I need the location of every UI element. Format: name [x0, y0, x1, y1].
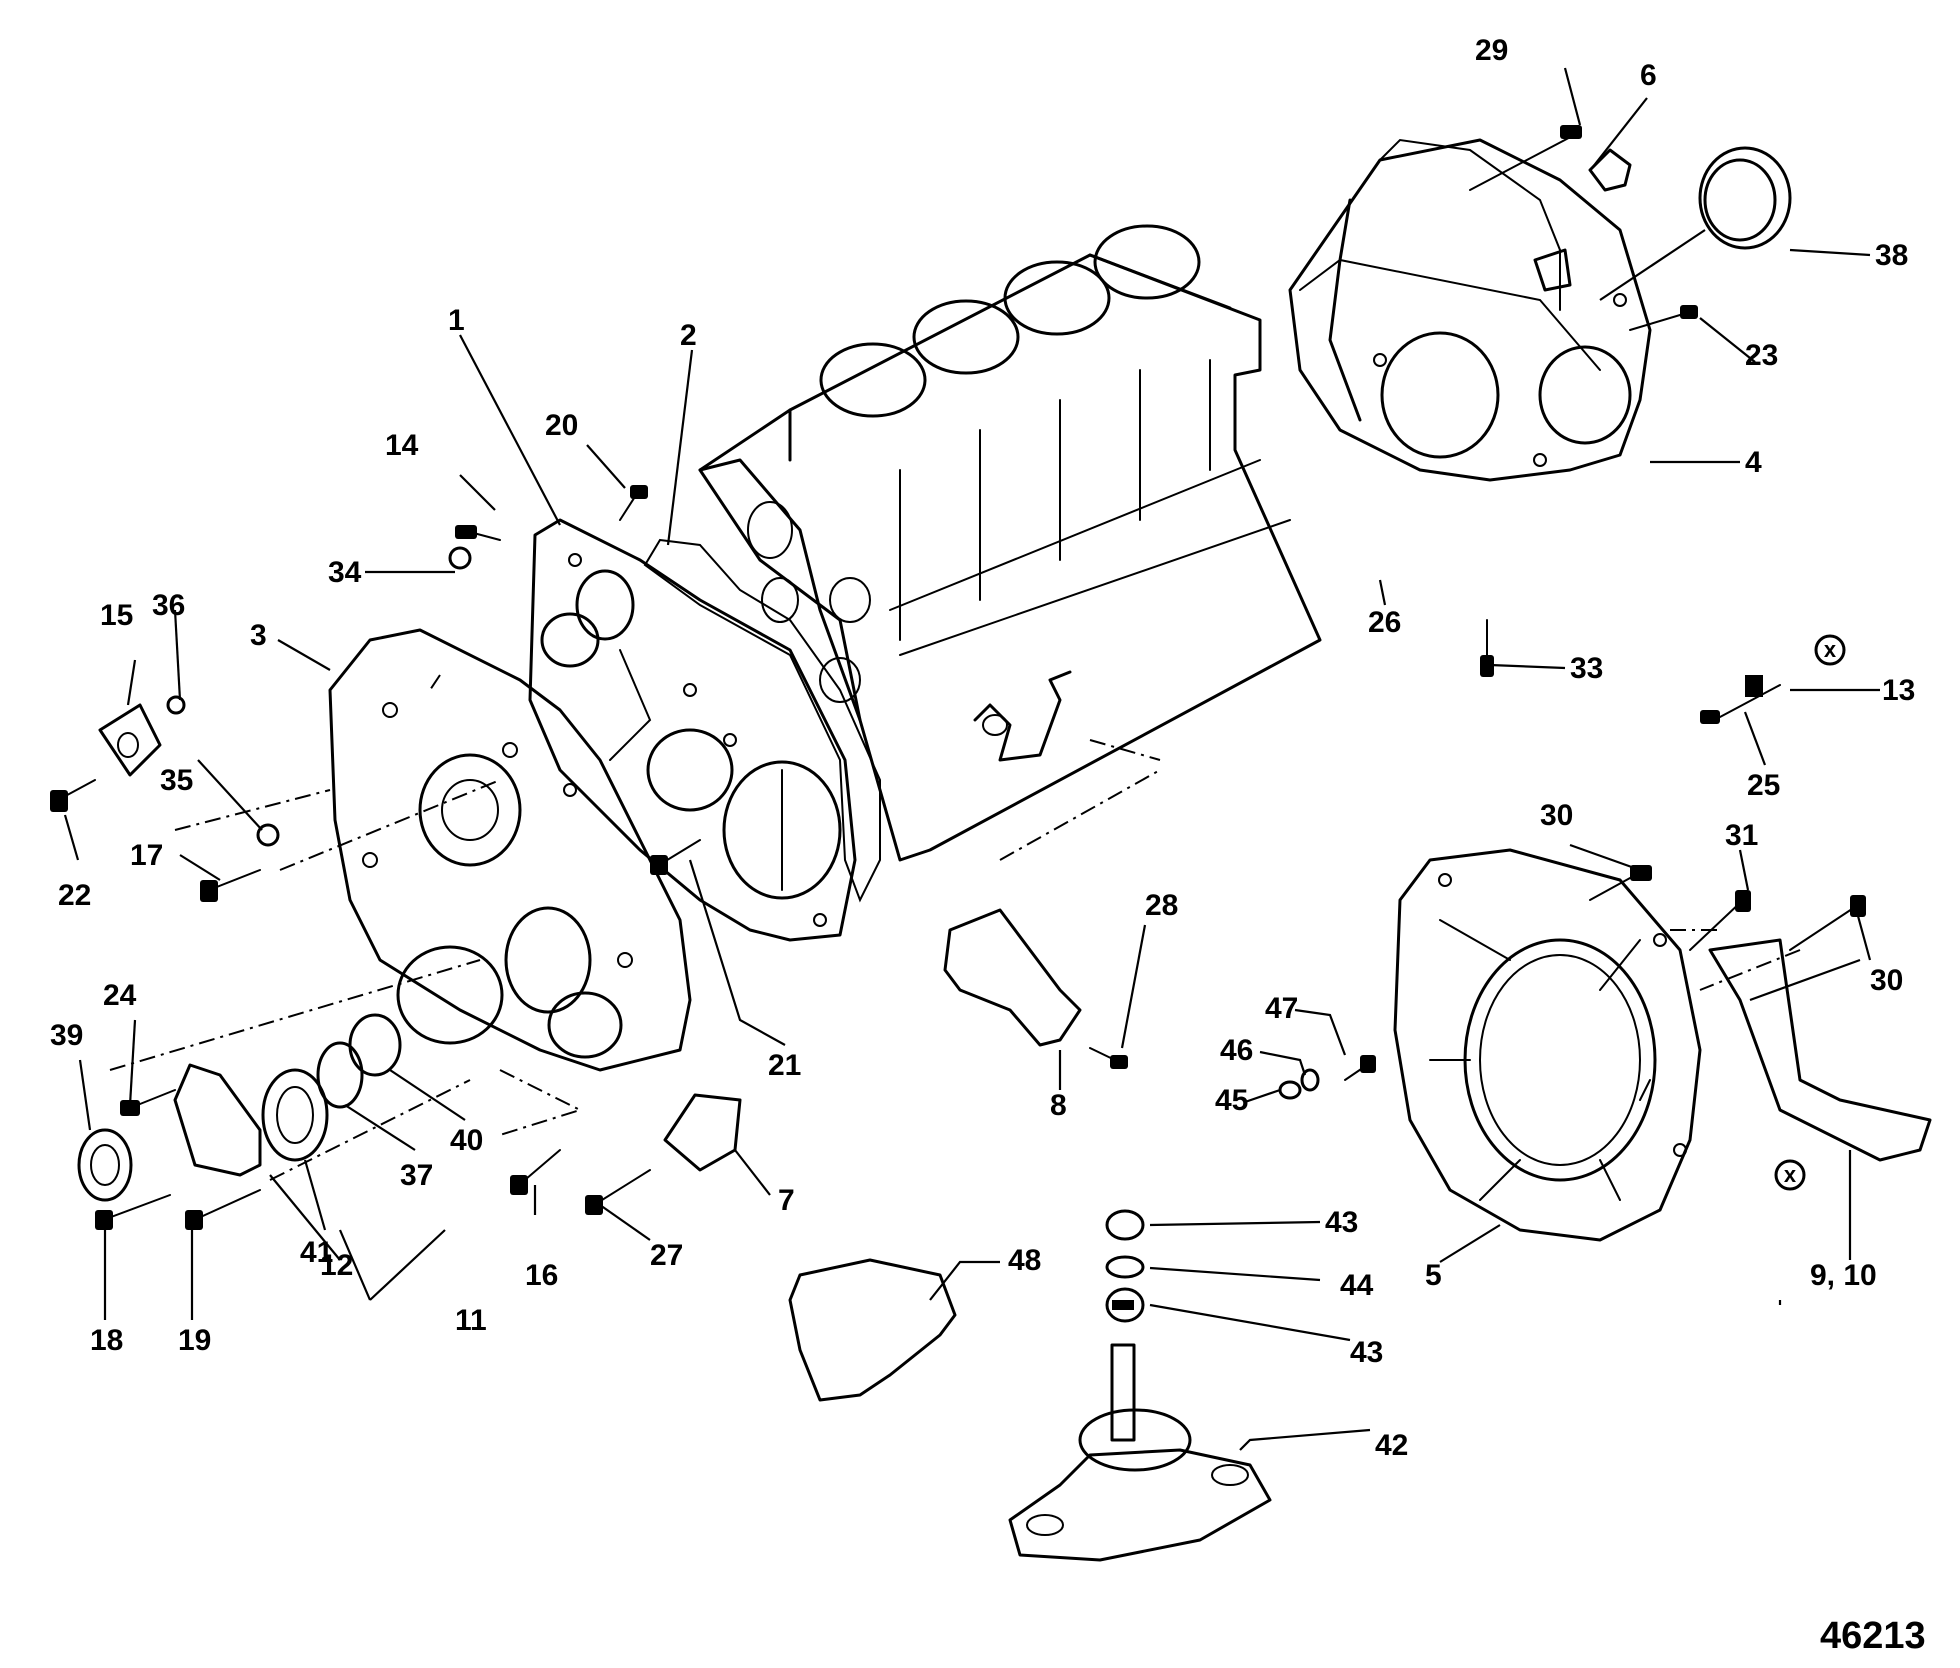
callout-14: 14 [385, 429, 419, 462]
callout-23: 23 [1745, 339, 1778, 372]
engine-mount [1008, 1343, 1272, 1562]
callout-30-right: 30 [1870, 964, 1903, 997]
callout-9-10: 9, 10 [1810, 1259, 1877, 1292]
callout-2: 2 [680, 319, 697, 352]
callout-26: 26 [1368, 606, 1401, 639]
callout-7: 7 [778, 1184, 795, 1217]
callout-48: 48 [1008, 1244, 1041, 1277]
callout-6: 6 [1640, 59, 1657, 92]
callout-38: 38 [1875, 239, 1908, 272]
washer [1105, 1255, 1145, 1279]
engine-block [698, 224, 1322, 862]
oil-seal-ring [316, 1041, 364, 1109]
callout-15: 15 [100, 599, 133, 632]
reference-marker-x-1: x [1814, 634, 1846, 666]
front-seal [77, 1128, 133, 1202]
callout-3: 3 [250, 619, 267, 652]
adapter-plate [1393, 848, 1702, 1242]
callout-43-bottom: 43 [1350, 1336, 1383, 1369]
callout-43-top: 43 [1325, 1206, 1358, 1239]
callout-16: 16 [525, 1259, 558, 1292]
seal-housing [173, 1063, 262, 1177]
callout-39: 39 [50, 1019, 83, 1052]
callout-19: 19 [178, 1324, 211, 1357]
rear-mount-bracket [1708, 938, 1932, 1162]
nut-lower [1105, 1287, 1145, 1323]
callout-42: 42 [1375, 1429, 1408, 1462]
callout-21: 21 [768, 1049, 801, 1082]
front-mount-bracket [943, 908, 1082, 1047]
callout-20: 20 [545, 409, 578, 442]
callout-27: 27 [650, 1239, 683, 1272]
callout-44: 44 [1340, 1269, 1374, 1302]
callout-30-top: 30 [1540, 799, 1573, 832]
callout-40: 40 [450, 1124, 483, 1157]
callout-25: 25 [1747, 769, 1780, 802]
callout-17: 17 [130, 839, 163, 872]
callout-1: 1 [448, 304, 465, 337]
flywheel-housing [1288, 138, 1652, 482]
callout-4: 4 [1745, 446, 1762, 479]
callout-46: 46 [1220, 1034, 1253, 1067]
side-bracket [788, 1258, 957, 1402]
alignment-lines [109, 674, 1801, 1181]
bearing [261, 1068, 329, 1162]
callout-labels: 1 2 3 4 5 6 7 8 9, 10 11 12 13 14 15 16 … [50, 34, 1915, 1462]
callout-13: 13 [1882, 674, 1915, 707]
callout-12: 12 [320, 1249, 353, 1282]
pump-cover [98, 703, 162, 777]
callout-35: 35 [160, 764, 193, 797]
leader-lines [63, 67, 1880, 1451]
reference-marker-x-2: x [1774, 1159, 1806, 1191]
callout-41: 41 [300, 1236, 333, 1269]
callout-47: 47 [1265, 992, 1298, 1025]
svg-text:x: x [1784, 1162, 1797, 1187]
svg-text:x: x [1824, 637, 1837, 662]
rear-seal [1599, 146, 1792, 301]
callout-11: 11 [455, 1304, 487, 1337]
callout-22: 22 [58, 879, 91, 912]
callout-29: 29 [1475, 34, 1508, 67]
callout-31: 31 [1725, 819, 1758, 852]
nut-upper [1105, 1209, 1145, 1241]
cover-plate [663, 1093, 742, 1172]
callout-45: 45 [1215, 1084, 1248, 1117]
callout-34: 34 [328, 556, 362, 589]
front-plate [528, 518, 857, 942]
fasteners [50, 125, 1866, 1310]
callout-28: 28 [1145, 889, 1178, 922]
callout-18: 18 [90, 1324, 123, 1357]
bracket [1533, 148, 1632, 292]
callout-33: 33 [1570, 652, 1603, 685]
callout-5: 5 [1425, 1259, 1442, 1292]
figure-number: 46213 [1820, 1615, 1926, 1657]
callout-24: 24 [103, 979, 137, 1012]
callout-36: 36 [152, 589, 185, 622]
front-gasket [643, 538, 881, 903]
timing-cover [328, 612, 692, 1072]
bolt-shanks [57, 131, 1859, 1221]
callout-37: 37 [400, 1159, 433, 1192]
spacer-ring [348, 1013, 402, 1077]
callout-8: 8 [1050, 1089, 1067, 1122]
